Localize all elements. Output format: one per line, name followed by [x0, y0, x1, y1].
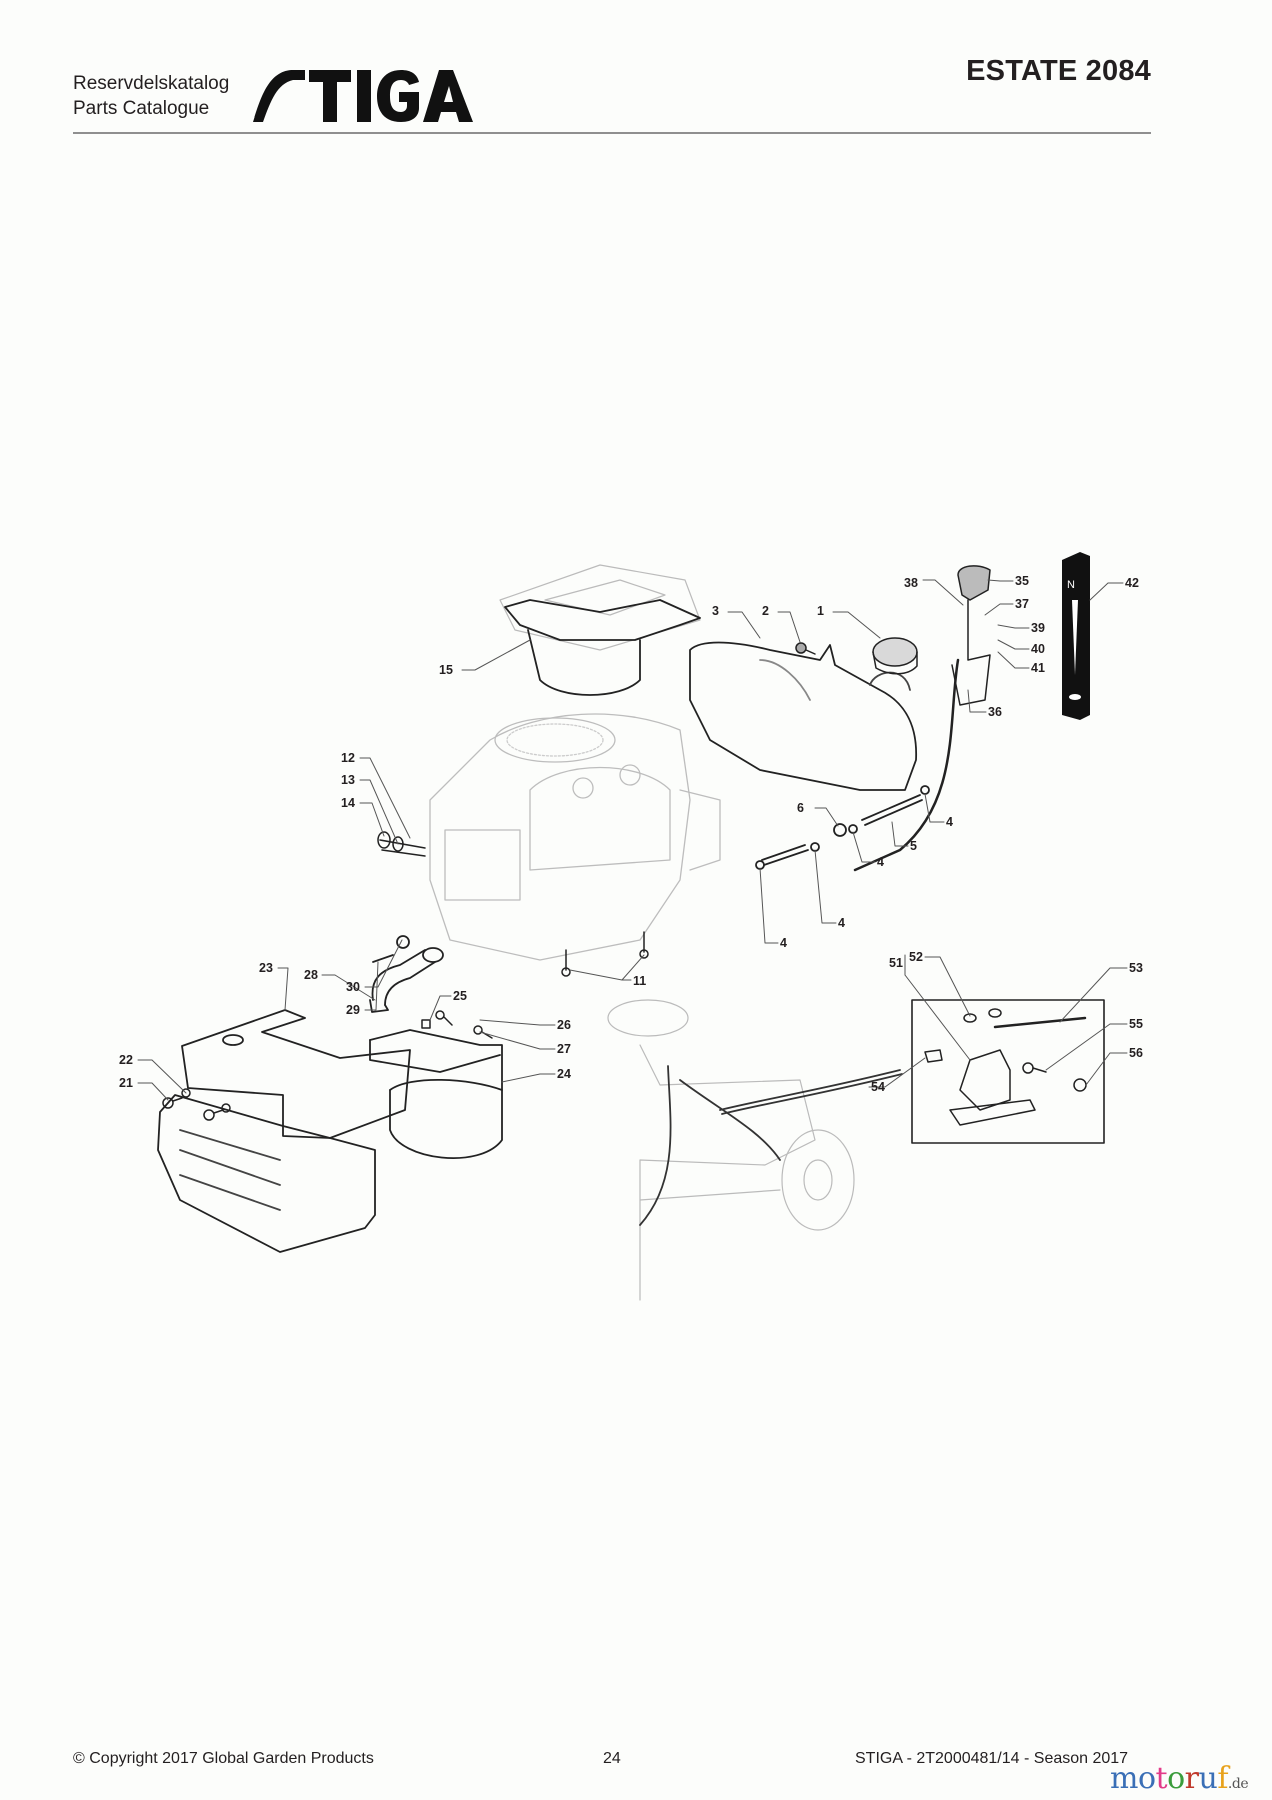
callout-27: 27 [557, 1042, 571, 1056]
stiga-logo [253, 70, 473, 122]
watermark-letter: o [1167, 1761, 1185, 1796]
engine-bolt-part-11 [561, 931, 649, 977]
callout-5: 5 [910, 839, 917, 853]
callout-38: 38 [904, 576, 918, 590]
bolt-part-55 [1022, 1062, 1034, 1074]
callout-55: 55 [1129, 1017, 1143, 1031]
callout-26: 26 [557, 1018, 571, 1032]
bolt-part-29 [372, 954, 394, 963]
muffler-bolts [162, 1010, 493, 1121]
callout-53: 53 [1129, 961, 1143, 975]
washer-part-22 [181, 1088, 191, 1098]
callout-12: 12 [341, 751, 355, 765]
callout-leader-lines [137, 579, 1128, 1101]
fuel-cap-part-1 [872, 637, 918, 675]
exhaust-pipe-part-28 [369, 935, 444, 1013]
bolt-part-2 [795, 642, 816, 655]
tractor-wiring-harness [607, 999, 855, 1301]
callout-56: 56 [1129, 1046, 1143, 1060]
muffler-guard-part-23 [157, 1009, 411, 1253]
cable-part-53 [993, 1016, 1087, 1029]
bolt-part-21 [162, 1097, 174, 1109]
svg-text:N: N [1067, 579, 1075, 591]
callout-11: 11 [633, 974, 647, 988]
callout-22: 22 [119, 1053, 133, 1067]
callout-4d: 4 [780, 936, 787, 950]
watermark-letter: r [1184, 1761, 1199, 1796]
callout-14: 14 [341, 796, 355, 810]
callout-37: 37 [1015, 597, 1029, 611]
callout-1: 1 [817, 604, 824, 618]
callout-24: 24 [557, 1067, 571, 1081]
callout-13: 13 [341, 773, 355, 787]
solenoid-part-51 [959, 1049, 1011, 1111]
callout-35: 35 [1015, 574, 1029, 588]
bolt-part-26 [435, 1010, 445, 1020]
document-reference: STIGA - 2T2000481/14 - Season 2017 [855, 1750, 1129, 1767]
callout-6: 6 [797, 801, 804, 815]
nut-part-25 [421, 1019, 431, 1029]
callout-4c: 4 [838, 916, 845, 930]
catalogue-subtitle-swedish: Reservdelskatalog [73, 73, 230, 94]
fuel-hose-part-5 [755, 785, 930, 870]
engine-part [429, 713, 721, 961]
catalogue-subtitle-english: Parts Catalogue [73, 98, 210, 119]
muffler-part-24 [369, 1029, 503, 1159]
callout-21: 21 [119, 1076, 133, 1090]
throttle-decal-part-42: N [1062, 552, 1090, 720]
callout-54: 54 [871, 1080, 885, 1094]
cap-part-52 [963, 1013, 977, 1023]
callout-51: 51 [889, 956, 903, 970]
nut-part-56 [1073, 1078, 1087, 1092]
breather-fitting-part-12 [377, 831, 426, 857]
callout-52: 52 [909, 950, 923, 964]
watermark-letter: o [1137, 1761, 1156, 1796]
header-divider [73, 132, 1151, 134]
callout-39: 39 [1031, 621, 1045, 635]
watermark-letter: f [1217, 1761, 1228, 1796]
model-title: ESTATE 2084 [966, 55, 1151, 87]
boot-part-54 [924, 1049, 943, 1063]
watermark-letter: u [1198, 1761, 1218, 1796]
callout-23: 23 [259, 961, 273, 975]
page-number: 24 [603, 1750, 621, 1767]
fuel-filter-part-6 [833, 823, 847, 837]
callout-2: 2 [762, 604, 769, 618]
callout-42: 42 [1125, 576, 1139, 590]
callout-29: 29 [346, 1003, 360, 1017]
callout-25: 25 [453, 989, 467, 1003]
fuel-tank-part-3 [689, 641, 917, 791]
watermark-suffix: .de [1227, 1776, 1249, 1792]
callout-40: 40 [1031, 642, 1045, 656]
callout-4b: 4 [877, 855, 884, 869]
callout-30: 30 [346, 980, 360, 994]
throttle-lever-part-35 [853, 565, 991, 872]
callout-28: 28 [304, 968, 318, 982]
intake-bowl-part-15 [504, 599, 701, 696]
watermark-letter: t [1155, 1761, 1168, 1796]
callout-41: 41 [1031, 661, 1045, 675]
callout-4a: 4 [946, 815, 953, 829]
callout-3: 3 [712, 604, 719, 618]
washer-part-27 [473, 1025, 483, 1035]
watermark-letter: m [1110, 1761, 1138, 1796]
starter-solenoid-inset [911, 999, 1105, 1144]
washer-part-30 [396, 935, 410, 949]
callout-15: 15 [439, 663, 453, 677]
callout-36: 36 [988, 705, 1002, 719]
copyright-notice: © Copyright 2017 Global Garden Products [73, 1750, 374, 1767]
motoruf-watermark: motoruf.de [1110, 1761, 1249, 1799]
